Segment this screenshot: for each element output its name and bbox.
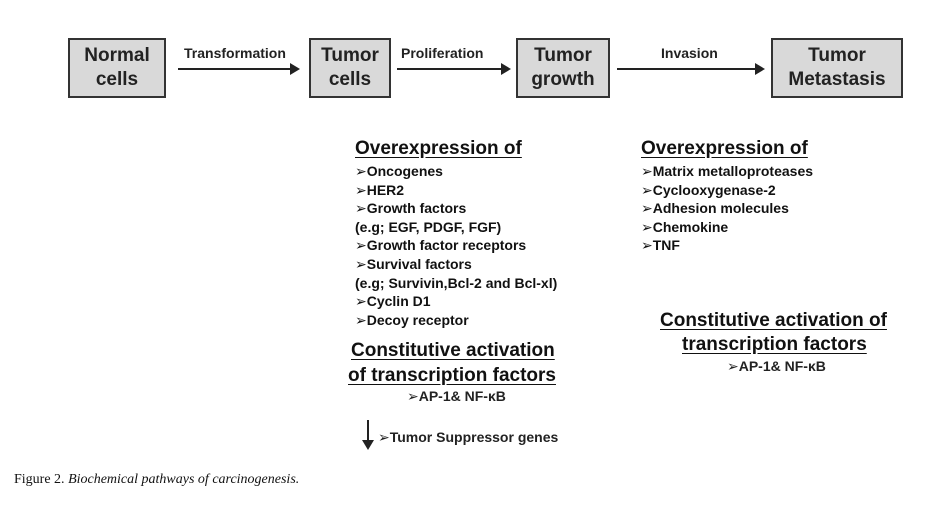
list-item: ➢Decoy receptor: [355, 311, 469, 328]
list-item: ➢Matrix metalloproteases: [641, 163, 814, 179]
list-item: ➢HER2: [355, 181, 405, 198]
tumor-growth-box: Tumor growth: [516, 38, 610, 98]
tumor-growth-line2: growth: [531, 69, 595, 90]
left-activation-line2: of transcription factors: [348, 365, 556, 386]
list-item: ➢Cyclin D1: [355, 293, 431, 310]
list-item: ➢TNF: [641, 237, 680, 254]
tumor-metastasis-line2: Metastasis: [788, 69, 886, 90]
proliferation-label: Proliferation: [401, 45, 484, 61]
tumor-cells-box: Tumor cells: [309, 38, 391, 98]
figure-caption-text: Biochemical pathways of carcinogenesis.: [68, 472, 300, 487]
right-transcription-factors: ➢AP-1& NF-κB: [727, 358, 826, 374]
list-item: ➢Oncogenes: [355, 163, 443, 179]
down-arrow: [362, 420, 374, 450]
right-activation-line1: Constitutive activation of: [660, 310, 887, 331]
right-overexpression-heading: Overexpression of: [641, 138, 808, 159]
tumor-cells-line2: cells: [328, 69, 372, 90]
list-item: ➢Growth factors: [355, 200, 467, 217]
tumor-metastasis-line1: Tumor: [808, 45, 866, 66]
invasion-label: Invasion: [661, 45, 718, 61]
left-overexpression-list: ➢Oncogenes ➢HER2 ➢Growth factors (e.g; E…: [355, 162, 557, 329]
invasion-arrow: [617, 63, 765, 75]
normal-cells-line1: Normal: [84, 45, 150, 66]
list-item: ➢Survival factors: [355, 255, 472, 272]
figure-caption-prefix: Figure 2.: [14, 472, 65, 487]
left-overexpression-heading: Overexpression of: [355, 138, 522, 159]
normal-cells-line2: cells: [95, 69, 139, 90]
transformation-arrow: [178, 63, 300, 75]
figure-caption: Figure 2. Biochemical pathways of carcin…: [14, 472, 299, 488]
list-item: (e.g; Survivin,Bcl-2 and Bcl-xl): [355, 274, 558, 291]
right-activation-line2: transcription factors: [682, 334, 867, 355]
left-transcription-factors: ➢AP-1& NF-κB: [407, 388, 506, 404]
tumor-suppressor-genes: ➢Tumor Suppressor genes: [378, 429, 559, 445]
normal-cells-box: Normal cells: [68, 38, 166, 98]
right-overexpression-list: ➢Matrix metalloproteases ➢Cyclooxygenase…: [641, 162, 813, 255]
tumor-cells-line1: Tumor: [321, 45, 379, 66]
left-activation-line1: Constitutive activation: [351, 340, 555, 361]
list-item: ➢Adhesion molecules: [641, 200, 789, 217]
list-item: ➢Cyclooxygenase-2: [641, 181, 776, 198]
list-item: (e.g; EGF, PDGF, FGF): [355, 218, 502, 235]
list-item: ➢Growth factor receptors: [355, 237, 527, 254]
list-item: ➢Chemokine: [641, 218, 729, 235]
tumor-metastasis-box: Tumor Metastasis: [771, 38, 903, 98]
proliferation-arrow: [397, 63, 511, 75]
transformation-label: Transformation: [184, 45, 286, 61]
tumor-growth-line1: Tumor: [534, 45, 592, 66]
